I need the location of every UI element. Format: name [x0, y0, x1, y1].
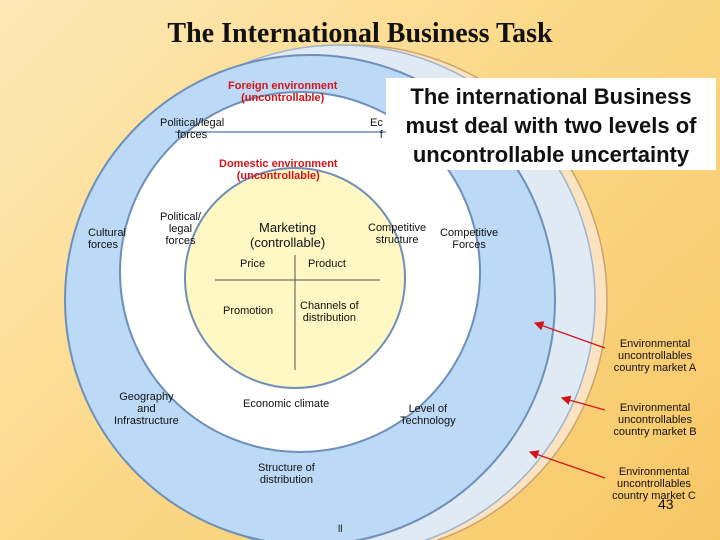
- arrow-market-b: [560, 395, 606, 411]
- product-label: Product: [308, 258, 346, 270]
- geography-label: Geography and Infrastructure: [114, 391, 179, 427]
- market-b-label: Environmental uncontrollables country ma…: [613, 402, 697, 438]
- market-a-label: Environmental uncontrollables country ma…: [613, 338, 697, 374]
- foreign-env-label: Foreign environment (uncontrollable): [228, 80, 338, 104]
- economic-climate-label: Economic climate: [243, 398, 330, 410]
- outer-economic-label: Ec f: [370, 117, 383, 141]
- technology-label: Level of Technology: [400, 403, 456, 427]
- callout-line-1: The international Business: [410, 84, 692, 109]
- marketing-label: Marketing (controllable): [250, 220, 326, 250]
- channels-label: Channels of distribution: [300, 300, 359, 324]
- callout-line-2: must deal with two levels of: [405, 113, 697, 138]
- competitive-forces-label: Competitive Forces: [440, 227, 499, 251]
- page-title: The International Business Task: [167, 18, 553, 49]
- domestic-political-legal-label: Political/ legal forces: [160, 211, 201, 247]
- arrow-market-a: [533, 321, 606, 349]
- structure-distribution-label: Structure of distribution: [258, 462, 315, 486]
- callout-line-3: uncontrollable uncertainty: [412, 142, 690, 167]
- callout-box: The international Business must deal wit…: [386, 78, 716, 170]
- outer-political-legal-label: Political/legal forces: [160, 117, 225, 141]
- price-label: Price: [240, 258, 266, 270]
- market-c-label: Environmental uncontrollables country ma…: [612, 466, 696, 502]
- arrow-market-c: [528, 450, 606, 479]
- cultural-forces-label: Cultural forces: [88, 227, 126, 251]
- promotion-label: Promotion: [223, 305, 274, 317]
- competitive-structure-label: Competitive structure: [368, 222, 427, 246]
- bottom-mark: ll: [338, 524, 343, 535]
- page-number: 43: [658, 496, 674, 512]
- domestic-env-label: Domestic environment (uncontrollable): [219, 158, 338, 182]
